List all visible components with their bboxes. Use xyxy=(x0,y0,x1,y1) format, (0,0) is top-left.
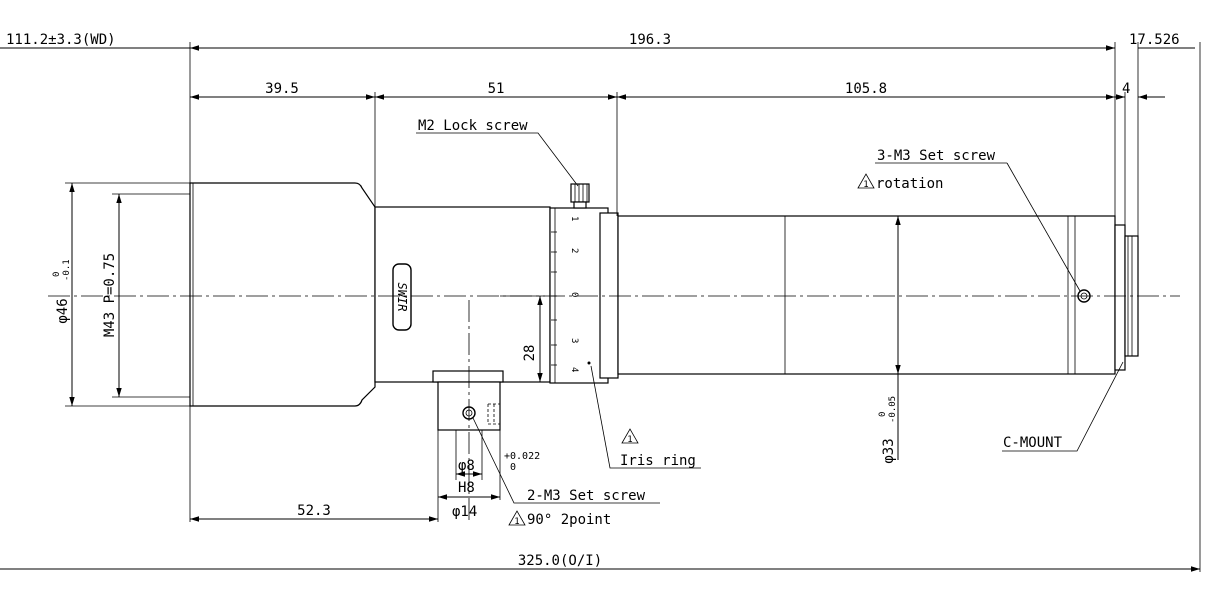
dimension-lines xyxy=(0,45,1200,572)
front-barrel xyxy=(189,182,376,407)
iris-ring xyxy=(549,207,609,384)
rear-section-length: 105.8 xyxy=(845,81,887,97)
iris-scale: 1 2 0 3 4 xyxy=(551,216,591,372)
extension-lines xyxy=(65,42,1201,572)
hole-tol-lower: 0 xyxy=(510,462,516,473)
warning-number: 1 xyxy=(627,435,632,445)
lock-screw-label: M2 Lock screw xyxy=(418,118,528,134)
hole-tol-upper: +0.022 xyxy=(504,451,540,462)
dimension-text: 111.2±3.3(WD) 196.3 17.526 39.5 51 105.8… xyxy=(6,32,1180,569)
annotation-text: M2 Lock screw 3-M3 Set screw 1 rotation … xyxy=(418,118,1063,528)
hole-fit: H8 xyxy=(458,480,475,496)
set-screw-3-label: 3-M3 Set screw xyxy=(877,148,996,164)
rear-diameter-tol-upper: 0 xyxy=(878,412,888,417)
swir-badge-label: SWIR xyxy=(395,283,409,312)
warning-icon: 1 xyxy=(508,510,526,527)
mount-offset: 52.3 xyxy=(297,503,331,519)
front-section-length: 39.5 xyxy=(265,81,299,97)
warning-icon: 1 xyxy=(857,173,875,190)
boss-diameter: φ14 xyxy=(452,504,477,520)
leader-lines xyxy=(416,132,1124,504)
warning-number: 1 xyxy=(514,517,519,527)
set-screw-2-label: 2-M3 Set screw xyxy=(527,488,646,504)
front-diameter-tol-upper: 0 xyxy=(52,272,62,277)
total-oi-length: 325.0(O/I) xyxy=(518,553,602,569)
warning-icon: 1 xyxy=(621,428,639,445)
scale-mark-1: 1 xyxy=(569,216,579,221)
rear-barrel xyxy=(617,215,1116,375)
flange-back: 17.526 xyxy=(1129,32,1180,48)
rear-diameter-tol-lower: -0.05 xyxy=(888,396,898,423)
iris-ring-label: Iris ring xyxy=(620,453,696,469)
scale-mark-2: 2 xyxy=(569,248,579,253)
warning-number: 1 xyxy=(863,180,868,190)
mount-step: 4 xyxy=(1122,81,1130,97)
c-mount-thread xyxy=(1114,224,1126,371)
set-screw-2-note: 90° 2point xyxy=(527,512,611,528)
mounting-block xyxy=(432,370,504,431)
overall-length: 196.3 xyxy=(629,32,671,48)
mount-height: 28 xyxy=(522,345,538,362)
wd-dimension: 111.2±3.3(WD) xyxy=(6,32,116,48)
lens-body: SWIR 1 2 0 3 4 xyxy=(189,182,1139,431)
set-screw-3-note: rotation xyxy=(876,176,943,192)
front-diameter-tol-lower: -0.1 xyxy=(62,259,72,281)
scale-mark-4: 4 xyxy=(569,367,579,372)
rear-diameter: φ33 xyxy=(881,438,897,463)
lock-screw-knob xyxy=(570,183,590,209)
filter-thread: M43 P=0.75 xyxy=(102,253,118,337)
scale-mark-0: 0 xyxy=(569,292,579,297)
front-diameter: φ46 xyxy=(55,298,71,323)
mid-section-length: 51 xyxy=(488,81,505,97)
c-mount-label: C-MOUNT xyxy=(1003,435,1063,451)
scale-mark-3: 3 xyxy=(569,338,579,343)
hole-diameter: φ8 xyxy=(458,458,475,474)
swir-badge: SWIR xyxy=(392,263,412,331)
